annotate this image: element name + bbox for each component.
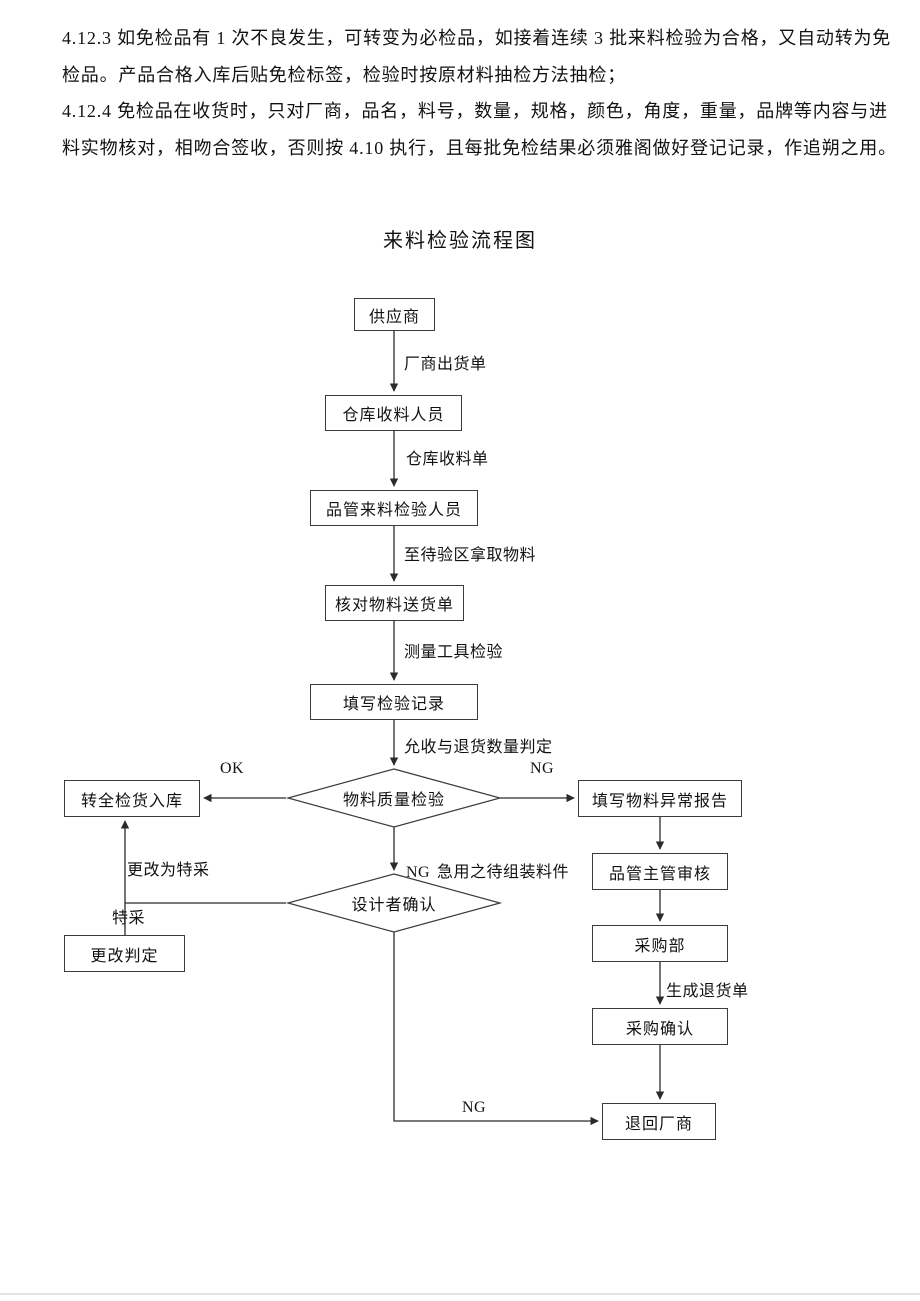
edge-label-change-to-special: 更改为特采 <box>127 862 210 879</box>
diamond-quality-check <box>285 768 503 828</box>
flow-node-change-judgment: 更改判定 <box>64 935 185 972</box>
flow-node-to-warehouse: 转全检货入库 <box>64 780 200 817</box>
edge-label-quantity-judgment: 允收与退货数量判定 <box>404 739 553 756</box>
flow-node-fill-record: 填写检验记录 <box>310 684 478 720</box>
doc-line-1: 4.12.3 如免检品有 1 次不良发生，可转变为必检品，如接着连续 3 批来料… <box>62 28 892 48</box>
flow-node-qc-supervisor: 品管主管审核 <box>592 853 728 890</box>
page-bottom-divider <box>0 1293 920 1295</box>
doc-line-3: 4.12.4 免检品在收货时，只对厂商，品名，料号，数量，规格，颜色，角度，重量… <box>62 101 888 122</box>
diamond-designer-confirm <box>285 873 503 933</box>
flowchart-title: 来料检验流程图 <box>383 230 537 252</box>
flow-node-verify-delivery: 核对物料送货单 <box>325 585 464 621</box>
edge-label-generate-return: 生成退货单 <box>666 983 749 1000</box>
edge-label-urgent-parts: 急用之待组装料件 <box>437 864 570 881</box>
arrow-designer-ng-to-return <box>393 932 599 1126</box>
flow-node-abnormal-report: 填写物料异常报告 <box>578 780 742 817</box>
edge-label-ng-right: NG <box>530 760 555 777</box>
edge-label-special: 特采 <box>112 910 146 927</box>
edge-label-ng-bottom: NG <box>462 1099 487 1116</box>
flow-node-return-vendor: 退回厂商 <box>602 1103 716 1140</box>
procedure-text: 4.12.3 如免检品有 1 次不良发生，可转变为必检品，如接着连续 3 批来料… <box>62 20 907 166</box>
edge-label-tool-inspection: 测量工具检验 <box>404 644 504 661</box>
edge-label-ok: OK <box>220 760 245 777</box>
doc-line-2: 检品。产品合格入库后贴免检标签，检验时按原材料抽检方法抽检； <box>62 64 626 85</box>
flow-node-qc-inspector: 品管来料检验人员 <box>310 490 478 526</box>
flow-node-warehouse-receiver: 仓库收料人员 <box>325 395 462 431</box>
edge-label-shipping-note: 厂商出货单 <box>404 356 487 373</box>
flow-node-purchasing-dept: 采购部 <box>592 925 728 962</box>
edge-label-fetch-material: 至待验区拿取物料 <box>404 547 537 564</box>
edge-label-receiving-note: 仓库收料单 <box>406 451 489 468</box>
doc-line-4: 料实物核对，相吻合签收，否则按 4.10 执行，且每批免检结果必须雅阁做好登记记… <box>62 137 897 158</box>
flow-node-designer-confirm-label: 设计者确认 <box>351 897 437 914</box>
edge-label-ng-mid: NG <box>406 864 431 881</box>
flow-node-supplier: 供应商 <box>354 298 435 331</box>
flow-node-quality-check-label: 物料质量检验 <box>342 792 445 809</box>
flow-node-purchase-confirm: 采购确认 <box>592 1008 728 1045</box>
